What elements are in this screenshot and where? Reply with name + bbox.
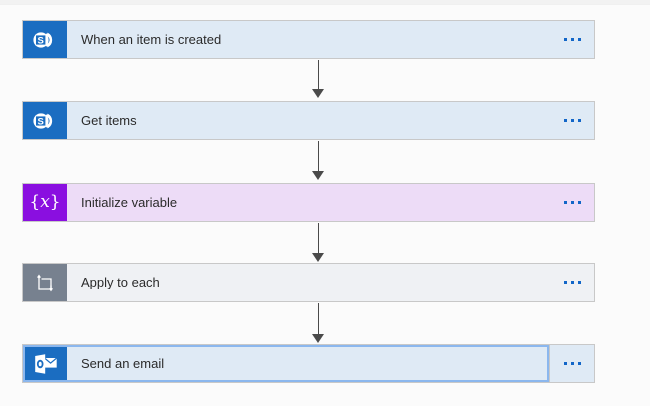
flow-step-body[interactable]: Apply to each	[67, 264, 550, 301]
ellipsis-dot-icon	[570, 201, 574, 204]
arrow-down-icon	[312, 253, 324, 262]
flow-step-body[interactable]: Initialize variable	[67, 184, 550, 221]
flow-step-overflow-menu-button[interactable]	[550, 21, 594, 58]
arrow-down-icon	[312, 89, 324, 98]
ellipsis-dot-icon	[570, 38, 574, 41]
ellipsis-dot-icon	[563, 281, 567, 284]
flow-step-overflow-menu-button[interactable]	[550, 102, 594, 139]
ellipsis-dot-icon	[563, 362, 567, 365]
flow-step-overflow-menu-button[interactable]	[549, 345, 594, 382]
connector-stem	[317, 141, 319, 172]
outlook-icon	[23, 345, 67, 382]
flow-connector-arrow-4	[310, 303, 326, 343]
sharepoint-icon: S	[23, 102, 67, 139]
connector-stem	[317, 60, 319, 90]
flow-connector-arrow-3	[310, 223, 326, 262]
ellipsis-dot-icon	[577, 201, 581, 204]
flow-connector-arrow-1	[310, 60, 326, 98]
flow-step-title: Initialize variable	[81, 196, 178, 209]
flow-step-card-get-items[interactable]: S Get items	[22, 101, 595, 140]
ellipsis-dot-icon	[577, 362, 581, 365]
flow-step-card-apply-to-each[interactable]: Apply to each	[22, 263, 595, 302]
ellipsis-dot-icon	[570, 281, 574, 284]
flow-step-body[interactable]: Get items	[67, 102, 550, 139]
flow-step-title: When an item is created	[81, 33, 222, 46]
arrow-down-icon	[312, 171, 324, 180]
flow-step-body[interactable]: Send an email	[67, 345, 549, 382]
ellipsis-dot-icon	[577, 119, 581, 122]
arrow-down-icon	[312, 334, 324, 343]
flow-step-card-when-an-item-is-created[interactable]: S When an item is created	[22, 20, 595, 59]
svg-text:S: S	[38, 35, 44, 46]
connector-stem	[317, 223, 319, 254]
flow-step-body[interactable]: When an item is created	[67, 21, 550, 58]
ellipsis-dot-icon	[563, 38, 567, 41]
connector-stem	[317, 303, 319, 335]
variable-braces-x-icon: {x}	[23, 184, 67, 221]
ellipsis-dot-icon	[563, 119, 567, 122]
flow-step-title: Apply to each	[81, 276, 160, 289]
flow-step-title: Get items	[81, 114, 137, 127]
flow-step-card-send-an-email[interactable]: Send an email	[22, 344, 595, 383]
svg-text:S: S	[38, 116, 44, 127]
ellipsis-dot-icon	[577, 38, 581, 41]
loop-arrow-icon	[23, 264, 67, 301]
canvas-top-strip	[0, 0, 650, 5]
ellipsis-dot-icon	[570, 119, 574, 122]
variable-braces-x-glyph: {x}	[29, 192, 61, 212]
ellipsis-dot-icon	[577, 281, 581, 284]
sharepoint-icon: S	[23, 21, 67, 58]
ellipsis-dot-icon	[570, 362, 574, 365]
flow-step-overflow-menu-button[interactable]	[550, 184, 594, 221]
ellipsis-dot-icon	[563, 201, 567, 204]
flow-step-card-initialize-variable[interactable]: {x} Initialize variable	[22, 183, 595, 222]
flow-step-overflow-menu-button[interactable]	[550, 264, 594, 301]
flow-step-title: Send an email	[81, 357, 165, 370]
flow-connector-arrow-2	[310, 141, 326, 180]
